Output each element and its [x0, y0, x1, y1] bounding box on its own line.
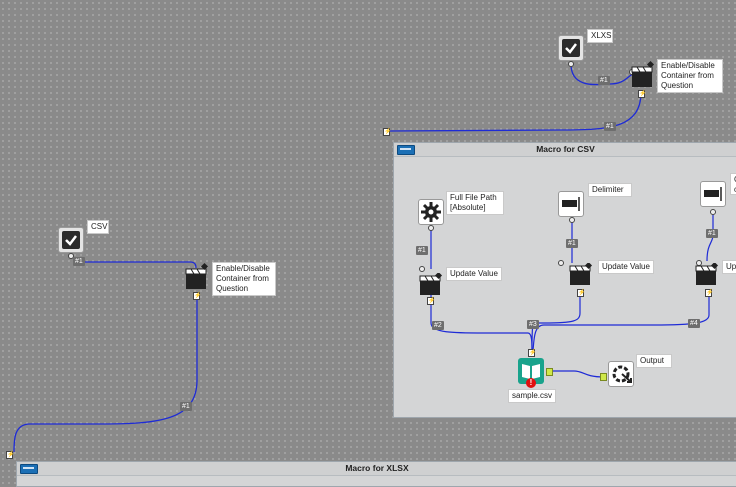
connection-label: #2: [432, 321, 444, 330]
container-toggle-icon[interactable]: [397, 145, 415, 155]
input-anchor[interactable]: [600, 373, 607, 381]
macro-output-icon: [612, 365, 632, 383]
container-header[interactable]: Macro for CSV: [394, 143, 736, 157]
connection-label: #4: [688, 319, 700, 328]
gear-icon: [421, 202, 441, 222]
textbox-icon: [704, 187, 722, 201]
output-anchor[interactable]: [710, 209, 716, 215]
update-value-1-tool[interactable]: [418, 271, 444, 297]
xlsx-enable-container-label: Enable/Disable Container from Question: [657, 59, 723, 93]
container-title: Macro for XLSX: [345, 463, 409, 473]
input-anchor[interactable]: [558, 260, 564, 266]
csv-checkbox-tool[interactable]: [58, 227, 84, 253]
output-anchor[interactable]: [68, 253, 74, 259]
container-bolt-anchor[interactable]: ⚡: [383, 128, 392, 136]
book-icon: [522, 364, 540, 379]
connection-label: #3: [527, 320, 539, 329]
checkbox-icon: [62, 231, 80, 249]
container-bolt-anchor[interactable]: ⚡: [6, 451, 15, 459]
container-macro-for-xlsx[interactable]: Macro for XLSX: [16, 461, 736, 487]
output-anchor[interactable]: [568, 61, 574, 67]
container-header[interactable]: Macro for XLSX: [17, 462, 736, 476]
update-value-2-label: Update Value: [598, 260, 654, 274]
connection-label: #1: [706, 229, 718, 238]
textbox-icon: [562, 197, 580, 211]
connection-label: #1: [598, 76, 610, 85]
checkbox-icon: [562, 39, 580, 57]
bolt-anchor[interactable]: ⚡: [193, 292, 202, 300]
macro-output-tool[interactable]: [608, 361, 634, 387]
clapperboard-icon: [185, 262, 209, 289]
bolt-anchor[interactable]: ⚡: [427, 297, 436, 305]
clapperboard-icon: [419, 271, 443, 295]
csv-checkbox-label: CSV: [87, 220, 109, 234]
input-anchor[interactable]: [419, 266, 425, 272]
output-label: Output: [636, 354, 672, 368]
full-file-path-tool[interactable]: [418, 199, 444, 225]
container-wires: [430, 215, 714, 378]
connection-label: #1: [73, 257, 85, 266]
third-question-label: C o: [730, 173, 736, 195]
third-question-tool[interactable]: [700, 181, 726, 207]
bolt-anchor[interactable]: ⚡: [638, 90, 647, 98]
output-anchor[interactable]: [546, 368, 553, 376]
xlsx-checkbox-tool[interactable]: [558, 35, 584, 61]
xlsx-enable-container-tool[interactable]: [630, 60, 656, 90]
bolt-anchor[interactable]: ⚡: [528, 349, 537, 357]
update-value-3-tool[interactable]: [694, 261, 720, 287]
delimiter-tool[interactable]: [558, 191, 584, 217]
update-value-3-label: Up: [722, 260, 736, 274]
warning-symbol: !: [529, 378, 533, 387]
clapperboard-icon: [631, 60, 655, 87]
container-title: Macro for CSV: [536, 144, 595, 154]
update-value-1-label: Update Value: [446, 267, 502, 281]
clapperboard-icon: [569, 261, 593, 285]
update-value-2-tool[interactable]: [568, 261, 594, 287]
csv-enable-container-tool[interactable]: [184, 262, 210, 292]
connection-label: #1: [604, 122, 616, 131]
container-toggle-icon[interactable]: [20, 464, 38, 474]
connection-label: #1: [566, 239, 578, 248]
delimiter-label: Delimiter: [588, 183, 632, 197]
connection-label: #1: [180, 402, 192, 411]
input-data-label: sample.csv: [508, 389, 556, 403]
bolt-anchor[interactable]: ⚡: [577, 289, 586, 297]
connection-label: #1: [416, 246, 428, 255]
full-file-path-label: Full File Path [Absolute]: [446, 191, 504, 215]
output-anchor[interactable]: [569, 217, 575, 223]
clapperboard-icon: [695, 261, 719, 285]
output-anchor[interactable]: [428, 225, 434, 231]
csv-enable-container-label: Enable/Disable Container from Question: [212, 262, 276, 296]
bolt-anchor[interactable]: ⚡: [705, 289, 714, 297]
warning-icon: !: [526, 378, 536, 388]
xlsx-checkbox-label: XLXS: [587, 29, 613, 43]
container-macro-for-csv[interactable]: Macro for CSV Full File Path [Absolute] …: [393, 142, 736, 418]
